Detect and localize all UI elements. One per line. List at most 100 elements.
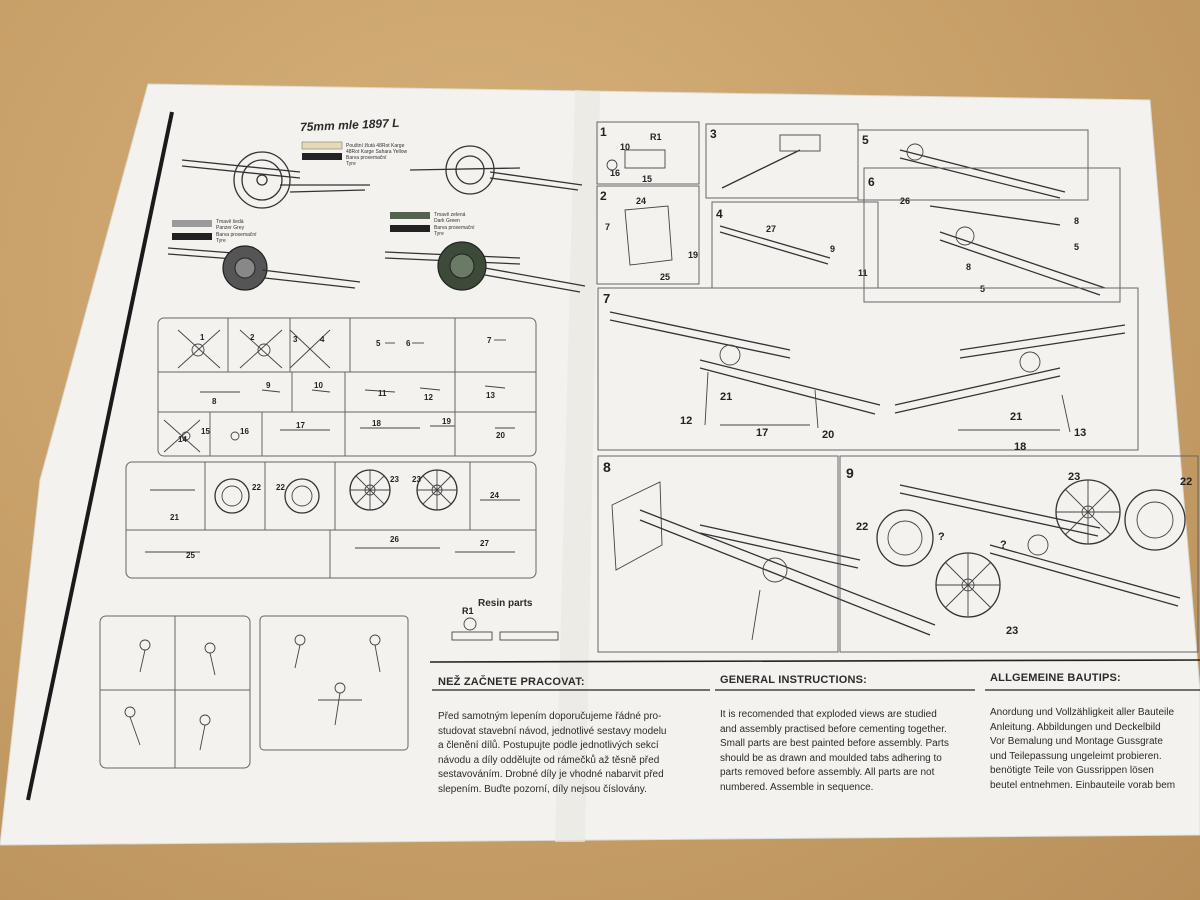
step-7-part-17: 17	[756, 427, 768, 439]
step-6-part-26: 26	[900, 196, 910, 206]
instructions-english-line: numbered. Assemble in sequence.	[720, 781, 874, 793]
part-num-4: 4	[320, 335, 325, 344]
step-9-part-23b: 23	[1006, 625, 1018, 637]
step-7-part-21a: 21	[720, 391, 732, 403]
figure-sprue-crew-b	[259, 615, 409, 751]
swatch-tyre-c	[390, 225, 430, 232]
swatch-tyre-a	[302, 153, 342, 160]
part-num-23b: 23	[412, 475, 421, 484]
part-num-22b: 22	[276, 483, 285, 492]
step-6-number: 6	[868, 175, 875, 189]
part-num-8: 8	[212, 397, 217, 406]
part-num-19: 19	[442, 417, 451, 426]
instructions-czech-line: sestavováním. Drobné díly je vhodné naba…	[438, 769, 664, 780]
swatch-dark-green	[390, 212, 430, 219]
part-num-10: 10	[314, 381, 323, 390]
instructions-english: GENERAL INSTRUCTIONS: It is recomended t…	[720, 674, 980, 795]
step-6-part-5b: 5	[980, 284, 985, 294]
step-9-part-23a: 23	[1068, 471, 1080, 483]
instructions-czech-body: Před samotným lepením doporučujeme řádné…	[438, 710, 708, 797]
legend-b-line-0: Tmavě šedá	[216, 219, 244, 225]
part-num-7: 7	[487, 336, 492, 345]
instructions-english-heading: GENERAL INSTRUCTIONS:	[720, 674, 868, 686]
instructions-german-line: Anleitung. Abbildungen und Deckelbild	[990, 721, 1161, 733]
part-num-26: 26	[390, 535, 399, 544]
step-4-part-9: 9	[830, 244, 835, 254]
part-num-11: 11	[378, 389, 387, 398]
instructions-german-line: benötigte Teile von Gussrippen lösen	[990, 765, 1154, 776]
instructions-german-line: und Teilepassung ungeleimt probieren.	[990, 750, 1162, 762]
step-1: 1 R1 10 16 15	[596, 121, 700, 185]
step-2-part-25: 25	[660, 272, 670, 282]
step-6-part-8b: 8	[966, 262, 971, 272]
sprue-b-numbers: 21 22 22 23 23 24 25 26 27	[170, 475, 499, 560]
swatch-panzer-grey	[172, 220, 212, 227]
center-fold	[555, 90, 600, 842]
part-num-3: 3	[293, 335, 298, 344]
instructions-english-line: parts removed before assembly. All parts…	[720, 767, 935, 778]
resin-parts: R1	[451, 606, 559, 641]
part-num-18: 18	[372, 419, 381, 428]
part-num-9: 9	[266, 381, 271, 390]
part-num-23a: 23	[390, 475, 399, 484]
instructions-english-line: Small parts are best painted before asse…	[720, 738, 949, 749]
step-1-number: 1	[600, 125, 607, 139]
instructions-czech-line: návodu a díly oddělujte od rámečků až tě…	[438, 754, 660, 766]
part-num-27: 27	[480, 539, 489, 548]
step-9-part-22a: 22	[1180, 476, 1192, 488]
part-num-1: 1	[200, 333, 205, 342]
part-num-2: 2	[250, 333, 255, 342]
resin-parts-label: Resin parts	[478, 598, 533, 609]
step-2-number: 2	[600, 189, 607, 203]
swatch-tyre-b	[172, 233, 212, 240]
step-1-part-16: 16	[610, 168, 620, 178]
instructions-german-body: Anordung und Vollzähligkeit aller Bautei…	[990, 706, 1195, 793]
instructions-rule-top	[429, 659, 1200, 663]
instructions-german-line: beutel entnehmen. Einbauteile vorab bem	[990, 779, 1176, 791]
step-1-part-15: 15	[642, 174, 652, 184]
part-num-12: 12	[424, 393, 433, 402]
gun-view-4	[384, 241, 586, 293]
sprue-a	[157, 317, 537, 457]
part-num-13: 13	[486, 391, 495, 400]
step-2-part-19: 19	[688, 250, 698, 260]
step-9-question-a: ?	[938, 531, 945, 543]
part-num-21: 21	[170, 513, 179, 522]
step-2: 2 24 7 19 25	[596, 185, 700, 285]
step-7-part-21b: 21	[1010, 411, 1022, 423]
part-num-14: 14	[178, 435, 187, 444]
step-9-part-22b: 22	[856, 521, 868, 533]
step-9: 9 23 22 22 ? ? 23	[839, 455, 1199, 653]
sprue-a-numbers: 1 2 3 4 5 6 7 8 9 10 11 12 13 14 15 16 1…	[178, 333, 505, 444]
instructions-czech-line: Před samotným lepením doporučujeme řádné…	[438, 711, 662, 722]
step-8: 8	[597, 455, 936, 653]
step-7: 7 12 21 17 20 21 18 13	[597, 287, 1139, 453]
part-num-25: 25	[186, 551, 195, 560]
part-num-24: 24	[490, 491, 499, 500]
gun-view-2	[409, 145, 583, 195]
legend-b-line-3: Tyre	[216, 238, 226, 244]
sprue-b	[125, 461, 537, 579]
part-num-17: 17	[296, 421, 305, 430]
part-num-22a: 22	[252, 483, 261, 492]
step-7-number: 7	[603, 291, 610, 306]
legend-a-line-2: Barva proxemační	[346, 155, 387, 161]
step-7-part-18: 18	[1014, 441, 1026, 453]
instructions-czech-heading: NEŽ ZAČNETE PRACOVAT:	[438, 676, 585, 688]
figure-sprue-crew-a	[99, 615, 251, 769]
step-3-number: 3	[710, 127, 717, 141]
instructions-german-heading: ALLGEMEINE BAUTIPS:	[990, 672, 1121, 684]
step-9-number: 9	[846, 465, 854, 481]
step-6-part-5a: 5	[1074, 242, 1079, 252]
step-5: 5	[857, 129, 1089, 201]
legend-c-line-2: Barva proxemační	[434, 225, 475, 231]
step-4-part-11: 11	[858, 268, 868, 278]
legend-b-line-1: Panzer Grey	[216, 225, 245, 231]
legend-c-line-3: Tyre	[434, 231, 444, 237]
step-2-part-7: 7	[605, 222, 610, 232]
instructions-english-line: should be as drawn and moulded tabs adhe…	[720, 752, 942, 764]
legend-c-line-0: Tmavě zelená	[434, 212, 466, 218]
instructions-czech: NEŽ ZAČNETE PRACOVAT: Před samotným lepe…	[438, 676, 708, 797]
step-8-number: 8	[603, 459, 611, 475]
